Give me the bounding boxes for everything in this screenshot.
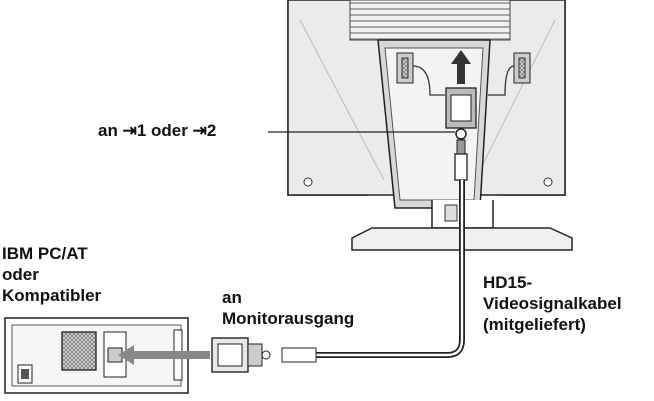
cable-label-line3: (mitgeliefert) bbox=[483, 315, 586, 334]
computer-label-line3: Kompatibler bbox=[2, 286, 102, 305]
input-one: 1 bbox=[136, 121, 147, 140]
cable-label-line2: Videosignalkabel bbox=[483, 294, 622, 313]
cable-plug bbox=[211, 337, 317, 373]
output-label-line1: an bbox=[222, 288, 242, 307]
computer-label-line2: oder bbox=[2, 265, 39, 284]
input-connector-icon: ⇥ bbox=[192, 121, 207, 140]
input-connector-icon: ⇥ bbox=[122, 121, 137, 140]
input-label: an ⇥1 oder ⇥2 bbox=[98, 120, 216, 141]
arrow-up-icon bbox=[451, 50, 471, 84]
output-label-line2: Monitorausgang bbox=[222, 309, 355, 328]
arrow-left-icon bbox=[118, 345, 210, 365]
video-input-connector bbox=[445, 87, 477, 140]
input-two: 2 bbox=[206, 121, 217, 140]
cable-clamp-left bbox=[396, 52, 414, 84]
input-or: oder bbox=[151, 121, 188, 140]
computer-unit bbox=[4, 317, 189, 394]
computer-label-line1: IBM PC/AT bbox=[2, 244, 88, 263]
input-prefix: an bbox=[98, 121, 118, 140]
monitor-back bbox=[287, 0, 573, 251]
cable-label-line1: HD15- bbox=[483, 273, 533, 292]
cable-clamp-right bbox=[513, 52, 531, 84]
